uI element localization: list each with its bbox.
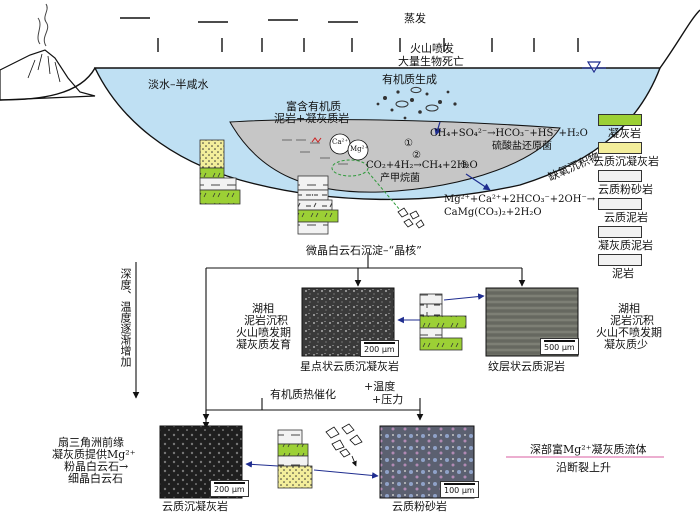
label-deep-fluid: 深部富Mg²⁺凝灰质流体 [530,443,647,456]
volcano [0,3,96,101]
column-bottom [277,429,313,489]
label-bottom-left-1: 扇三角洲前缘 [58,436,124,449]
legend-swatch-mud [598,254,642,266]
legend-swatch-mud-dolo [598,198,642,210]
caption-dolomitic-tuff: 云质沉凝灰岩 [162,500,228,513]
scale-bar-1-label: 200 μm [364,345,395,354]
scale-bar-3-label: 200 μm [214,485,245,494]
caption-laminated-mudstone: 纹层状云质泥岩 [488,360,565,373]
label-bottom-left-2: 凝灰质提供Mg²⁺ [52,448,136,461]
legend-label-tuff: 凝灰岩 [608,127,641,140]
label-evaporation: 蒸发 [404,12,426,25]
scale-bar-3: 200 μm [210,480,249,497]
crystal-nuclei [397,207,425,229]
label-reaction3-2: CaMg(CO₃)₂+2H₂O [444,207,542,218]
caption-starry-tuff: 星点状云质沉凝灰岩 [300,360,399,373]
legend-label-silt: 云质粉砂岩 [598,183,653,196]
crystal-cluster [325,423,363,458]
label-ion-ca: Ca²⁺ [332,138,349,146]
legend-label-mud-dolo: 云质泥岩 [604,211,648,224]
label-mid-right-4: 凝灰质少 [604,338,648,351]
label-plus-press: +压力 [372,393,404,406]
evaporation-ticks [157,38,579,52]
label-bottom-left-3: 粉晶白云石→ [64,460,129,473]
column-center-top [297,175,339,235]
label-bottom-left-4: 细晶白云石 [68,472,123,485]
legend-swatch-mud-tuff [598,226,642,238]
label-along-fault: 沿断裂上升 [556,461,611,474]
label-bacteria2: 产甲烷菌 [380,173,420,184]
label-num1: ① [404,138,413,149]
scale-bar-2: 500 μm [540,338,579,355]
legend-label-mud: 泥岩 [612,267,634,280]
label-num3: ③ [460,160,469,171]
legend-label-tuff-dolo: 云质沉凝灰岩 [593,155,659,168]
label-reaction3-1: Mg²⁺+Ca²⁺+2HCO₃⁻+2OH⁻→ [444,194,596,205]
mud-marks [282,139,348,165]
label-mid-left-3: 火山喷发期 [236,326,291,339]
legend-label-mud-tuff: 凝灰质泥岩 [598,239,653,252]
caption-dolomitic-siltstone: 云质粉砂岩 [392,500,447,513]
water-level-icon [586,61,602,74]
label-catalysis: 有机质热催化 [270,388,336,401]
label-mid-right-1: 湖相 [618,302,640,315]
scale-bar-1: 200 μm [360,340,399,357]
label-mid-left-4: 凝灰质发育 [236,338,291,351]
legend-swatch-tuff-dolo [598,142,642,154]
label-vertical-depth: 深度、温度逐渐增加 [119,268,132,367]
label-mid-right-3: 火山不喷发期 [596,326,662,339]
label-rich-organic-2: 泥岩+凝灰质岩 [274,112,350,125]
label-volcano-line2: 大量生物死亡 [398,55,464,68]
label-organic-gen: 有机质生成 [382,73,437,86]
label-mid-right-2: 泥岩沉积 [610,314,654,327]
label-fresh-water: 淡水–半咸水 [148,78,209,91]
legend-swatch-tuff [598,114,642,126]
label-reaction1: CH₄+SO₄²⁻→HCO₃⁻+HS⁻+H₂O [430,128,588,139]
label-plus-temp: +温度 [364,380,396,393]
column-middle [419,293,467,351]
label-bacteria1: 硫酸盐还原菌 [492,141,552,152]
sky-dashes [120,17,358,23]
scale-bar-4-label: 100 μm [444,486,475,495]
label-reaction2: CO₂+4H₂→CH₄+2H₂O [366,160,478,171]
label-mid-left-1: 湖相 [252,302,274,315]
legend-swatch-silt [598,170,642,182]
label-ion-mg: Mg²⁺ [350,145,369,153]
organic-particles [376,86,457,120]
label-rich-organic-1: 富含有机质 [286,100,341,113]
scale-bar-2-label: 500 μm [544,343,575,352]
label-nucleus: 微晶白云石沉淀–“晶核” [306,244,422,257]
label-mid-left-2: 泥岩沉积 [244,314,288,327]
flow-lines [132,252,526,429]
label-volcano-line1: 火山喷发 [410,42,454,55]
label-num2: ② [412,150,421,161]
scale-bar-4: 100 μm [440,481,479,498]
column-left-top [199,139,241,205]
